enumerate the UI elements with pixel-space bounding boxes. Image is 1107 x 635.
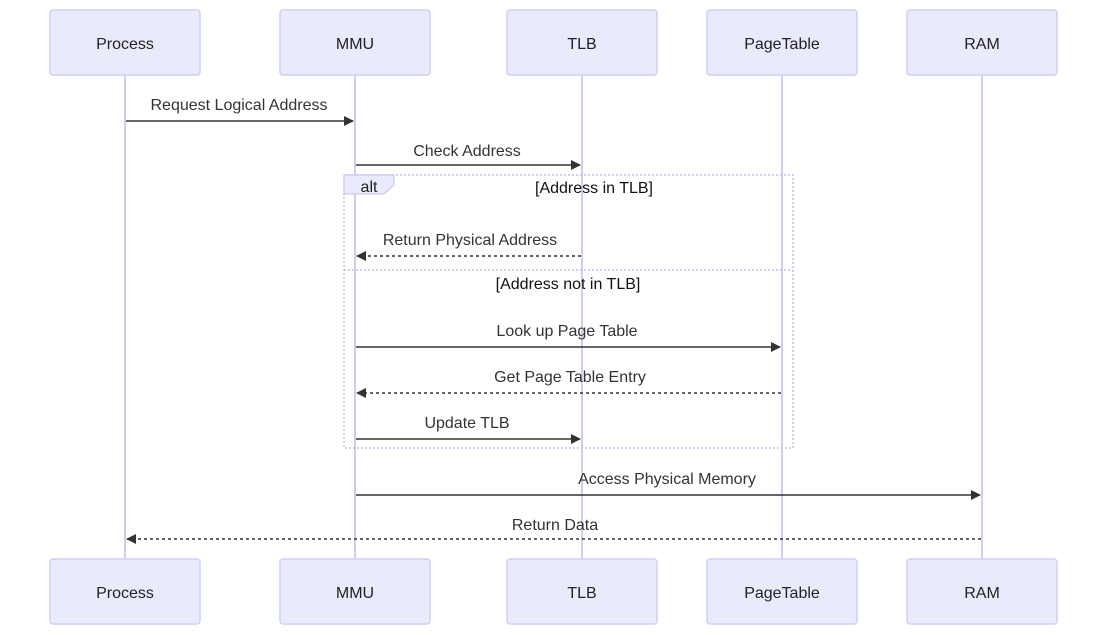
message-return-data: Return Data	[126, 517, 981, 544]
actor-mmu-top: MMU	[279, 9, 431, 76]
actor-label: PageTable	[744, 585, 820, 602]
message-request-logical-address: Request Logical Address	[126, 97, 354, 126]
message-label: Update TLB	[424, 415, 509, 432]
actor-label: TLB	[567, 585, 596, 602]
message-label: Request Logical Address	[151, 97, 328, 114]
actor-ram-top: RAM	[906, 9, 1058, 76]
actor-process-bottom: Process	[49, 558, 201, 625]
actor-tlb-bottom: TLB	[506, 558, 658, 625]
actor-tlb-top: TLB	[506, 9, 658, 76]
actor-pagetable-bottom: PageTable	[706, 558, 858, 625]
actor-label: TLB	[567, 36, 596, 53]
message-label: Access Physical Memory	[578, 471, 756, 488]
actor-ram-bottom: RAM	[906, 558, 1058, 625]
alt-condition-2: [Address not in TLB]	[496, 276, 641, 293]
message-label: Return Data	[512, 517, 598, 534]
message-get-page-table-entry: Get Page Table Entry	[356, 369, 781, 398]
alt-frame-label: alt	[361, 179, 378, 196]
alt-frame: alt [Address in TLB] [Address not in TLB…	[343, 174, 794, 449]
message-update-tlb: Update TLB	[356, 415, 581, 444]
message-label: Look up Page Table	[496, 323, 637, 340]
actor-label: RAM	[964, 585, 1000, 602]
message-label: Get Page Table Entry	[494, 369, 646, 386]
actor-pagetable-top: PageTable	[706, 9, 858, 76]
actor-label: Process	[96, 36, 154, 53]
message-return-physical-address: Return Physical Address	[356, 232, 581, 261]
message-label: Return Physical Address	[383, 232, 557, 249]
message-label: Check Address	[413, 143, 521, 160]
message-check-address: Check Address	[356, 143, 581, 170]
message-look-up-page-table: Look up Page Table	[356, 323, 781, 352]
message-access-physical-memory: Access Physical Memory	[356, 471, 981, 500]
actor-mmu-bottom: MMU	[279, 558, 431, 625]
actor-label: MMU	[336, 36, 374, 53]
actor-process-top: Process	[49, 9, 201, 76]
actor-label: PageTable	[744, 36, 820, 53]
alt-condition-1: [Address in TLB]	[535, 180, 653, 197]
actor-label: Process	[96, 585, 154, 602]
actor-label: MMU	[336, 585, 374, 602]
actor-label: RAM	[964, 36, 1000, 53]
